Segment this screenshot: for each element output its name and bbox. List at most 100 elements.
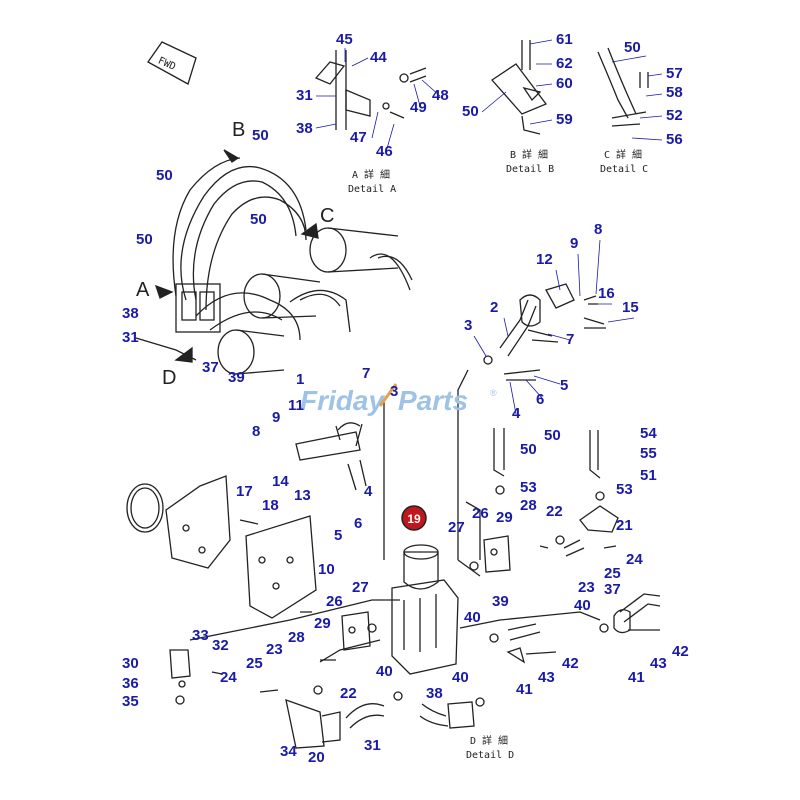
part-number[interactable]: 50 (156, 167, 173, 184)
part-number[interactable]: 50 (544, 427, 561, 444)
part-number[interactable]: 39 (492, 593, 509, 610)
part-number[interactable]: 56 (666, 131, 683, 148)
part-number[interactable]: 22 (340, 685, 357, 702)
part-number[interactable]: 52 (666, 107, 683, 124)
part-number[interactable]: 42 (562, 655, 579, 672)
part-number[interactable]: 13 (294, 487, 311, 504)
part-number[interactable]: 17 (236, 483, 253, 500)
part-number[interactable]: 41 (516, 681, 533, 698)
part-number[interactable]: 3 (464, 317, 472, 334)
part-number[interactable]: 3 (390, 383, 398, 400)
part-number[interactable]: 21 (616, 517, 633, 534)
part-number[interactable]: 58 (666, 84, 683, 101)
part-number[interactable]: 50 (136, 231, 153, 248)
part-number[interactable]: 38 (296, 120, 313, 137)
part-number[interactable]: 50 (520, 441, 537, 458)
part-number[interactable]: 38 (122, 305, 139, 322)
part-number[interactable]: 28 (288, 629, 305, 646)
part-number[interactable]: 25 (604, 565, 621, 582)
part-number[interactable]: 46 (376, 143, 393, 160)
part-number[interactable]: 37 (202, 359, 219, 376)
part-number[interactable]: 24 (626, 551, 643, 568)
part-number[interactable]: 31 (364, 737, 381, 754)
part-number[interactable]: 11 (288, 397, 304, 414)
part-number[interactable]: 12 (536, 251, 553, 268)
part-number[interactable]: 40 (464, 609, 481, 626)
part-number[interactable]: 26 (472, 505, 489, 522)
part-number[interactable]: 23 (266, 641, 283, 658)
part-number[interactable]: 31 (122, 329, 139, 346)
part-number[interactable]: 7 (566, 331, 574, 348)
part-number[interactable]: 6 (536, 391, 544, 408)
part-number[interactable]: 15 (622, 299, 639, 316)
part-number[interactable]: 43 (650, 655, 667, 672)
part-number[interactable]: 41 (628, 669, 645, 686)
part-number[interactable]: 28 (520, 497, 537, 514)
part-number[interactable]: 53 (616, 481, 633, 498)
part-number[interactable]: 8 (594, 221, 602, 238)
part-number[interactable]: 32 (212, 637, 229, 654)
part-number[interactable]: 57 (666, 65, 683, 82)
part-number[interactable]: 23 (578, 579, 595, 596)
part-number[interactable]: 9 (570, 235, 578, 252)
part-number[interactable]: 50 (624, 39, 641, 56)
part-number[interactable]: 40 (376, 663, 393, 680)
part-number[interactable]: 31 (296, 87, 313, 104)
part-number[interactable]: 14 (272, 473, 289, 490)
highlight-part-19[interactable]: 19 (401, 505, 427, 531)
part-number[interactable]: 35 (122, 693, 139, 710)
detail-b-en: Detail B (506, 164, 554, 175)
part-number[interactable]: 49 (410, 99, 427, 116)
part-number[interactable]: 29 (314, 615, 331, 632)
part-number[interactable]: 9 (272, 409, 280, 426)
part-number[interactable]: 44 (370, 49, 387, 66)
part-number[interactable]: 54 (640, 425, 657, 442)
part-number[interactable]: 40 (452, 669, 469, 686)
part-number[interactable]: 45 (336, 31, 353, 48)
part-number[interactable]: 27 (448, 519, 465, 536)
part-number[interactable]: 25 (246, 655, 263, 672)
part-number[interactable]: 27 (352, 579, 369, 596)
part-number[interactable]: 5 (560, 377, 568, 394)
part-number[interactable]: 60 (556, 75, 573, 92)
part-number[interactable]: 50 (250, 211, 267, 228)
part-number[interactable]: 4 (512, 405, 521, 422)
part-number[interactable]: 50 (252, 127, 269, 144)
part-number[interactable]: 36 (122, 675, 139, 692)
part-number[interactable]: 6 (354, 515, 362, 532)
part-number[interactable]: 40 (574, 597, 591, 614)
part-number[interactable]: 50 (462, 103, 479, 120)
part-number[interactable]: 33 (192, 627, 209, 644)
part-number[interactable]: 30 (122, 655, 139, 672)
part-number[interactable]: 26 (326, 593, 343, 610)
part-number[interactable]: 29 (496, 509, 513, 526)
part-number[interactable]: 37 (604, 581, 621, 598)
part-number[interactable]: 34 (280, 743, 297, 760)
part-number[interactable]: 39 (228, 369, 245, 386)
part-number[interactable]: 22 (546, 503, 563, 520)
part-number[interactable]: 10 (318, 561, 335, 578)
view-letters: B C A D (136, 119, 334, 389)
part-number[interactable]: 43 (538, 669, 555, 686)
part-number[interactable]: 7 (362, 365, 370, 382)
part-number[interactable]: 4 (364, 483, 373, 500)
part-number[interactable]: 51 (640, 467, 657, 484)
part-number[interactable]: 55 (640, 445, 657, 462)
part-number[interactable]: 47 (350, 129, 367, 146)
part-number[interactable]: 1 (296, 371, 304, 388)
part-number[interactable]: 20 (308, 749, 325, 766)
part-number[interactable]: 53 (520, 479, 537, 496)
part-number[interactable]: 16 (598, 285, 615, 302)
part-number[interactable]: 2 (490, 299, 498, 316)
detail-d-jp: D 詳 細 (470, 734, 508, 747)
part-number[interactable]: 42 (672, 643, 689, 660)
part-number[interactable]: 48 (432, 87, 449, 104)
part-number[interactable]: 8 (252, 423, 260, 440)
part-number[interactable]: 24 (220, 669, 237, 686)
part-number[interactable]: 62 (556, 55, 573, 72)
part-number[interactable]: 18 (262, 497, 279, 514)
part-number[interactable]: 5 (334, 527, 342, 544)
part-number[interactable]: 59 (556, 111, 573, 128)
part-number[interactable]: 38 (426, 685, 443, 702)
part-number[interactable]: 61 (556, 31, 573, 48)
